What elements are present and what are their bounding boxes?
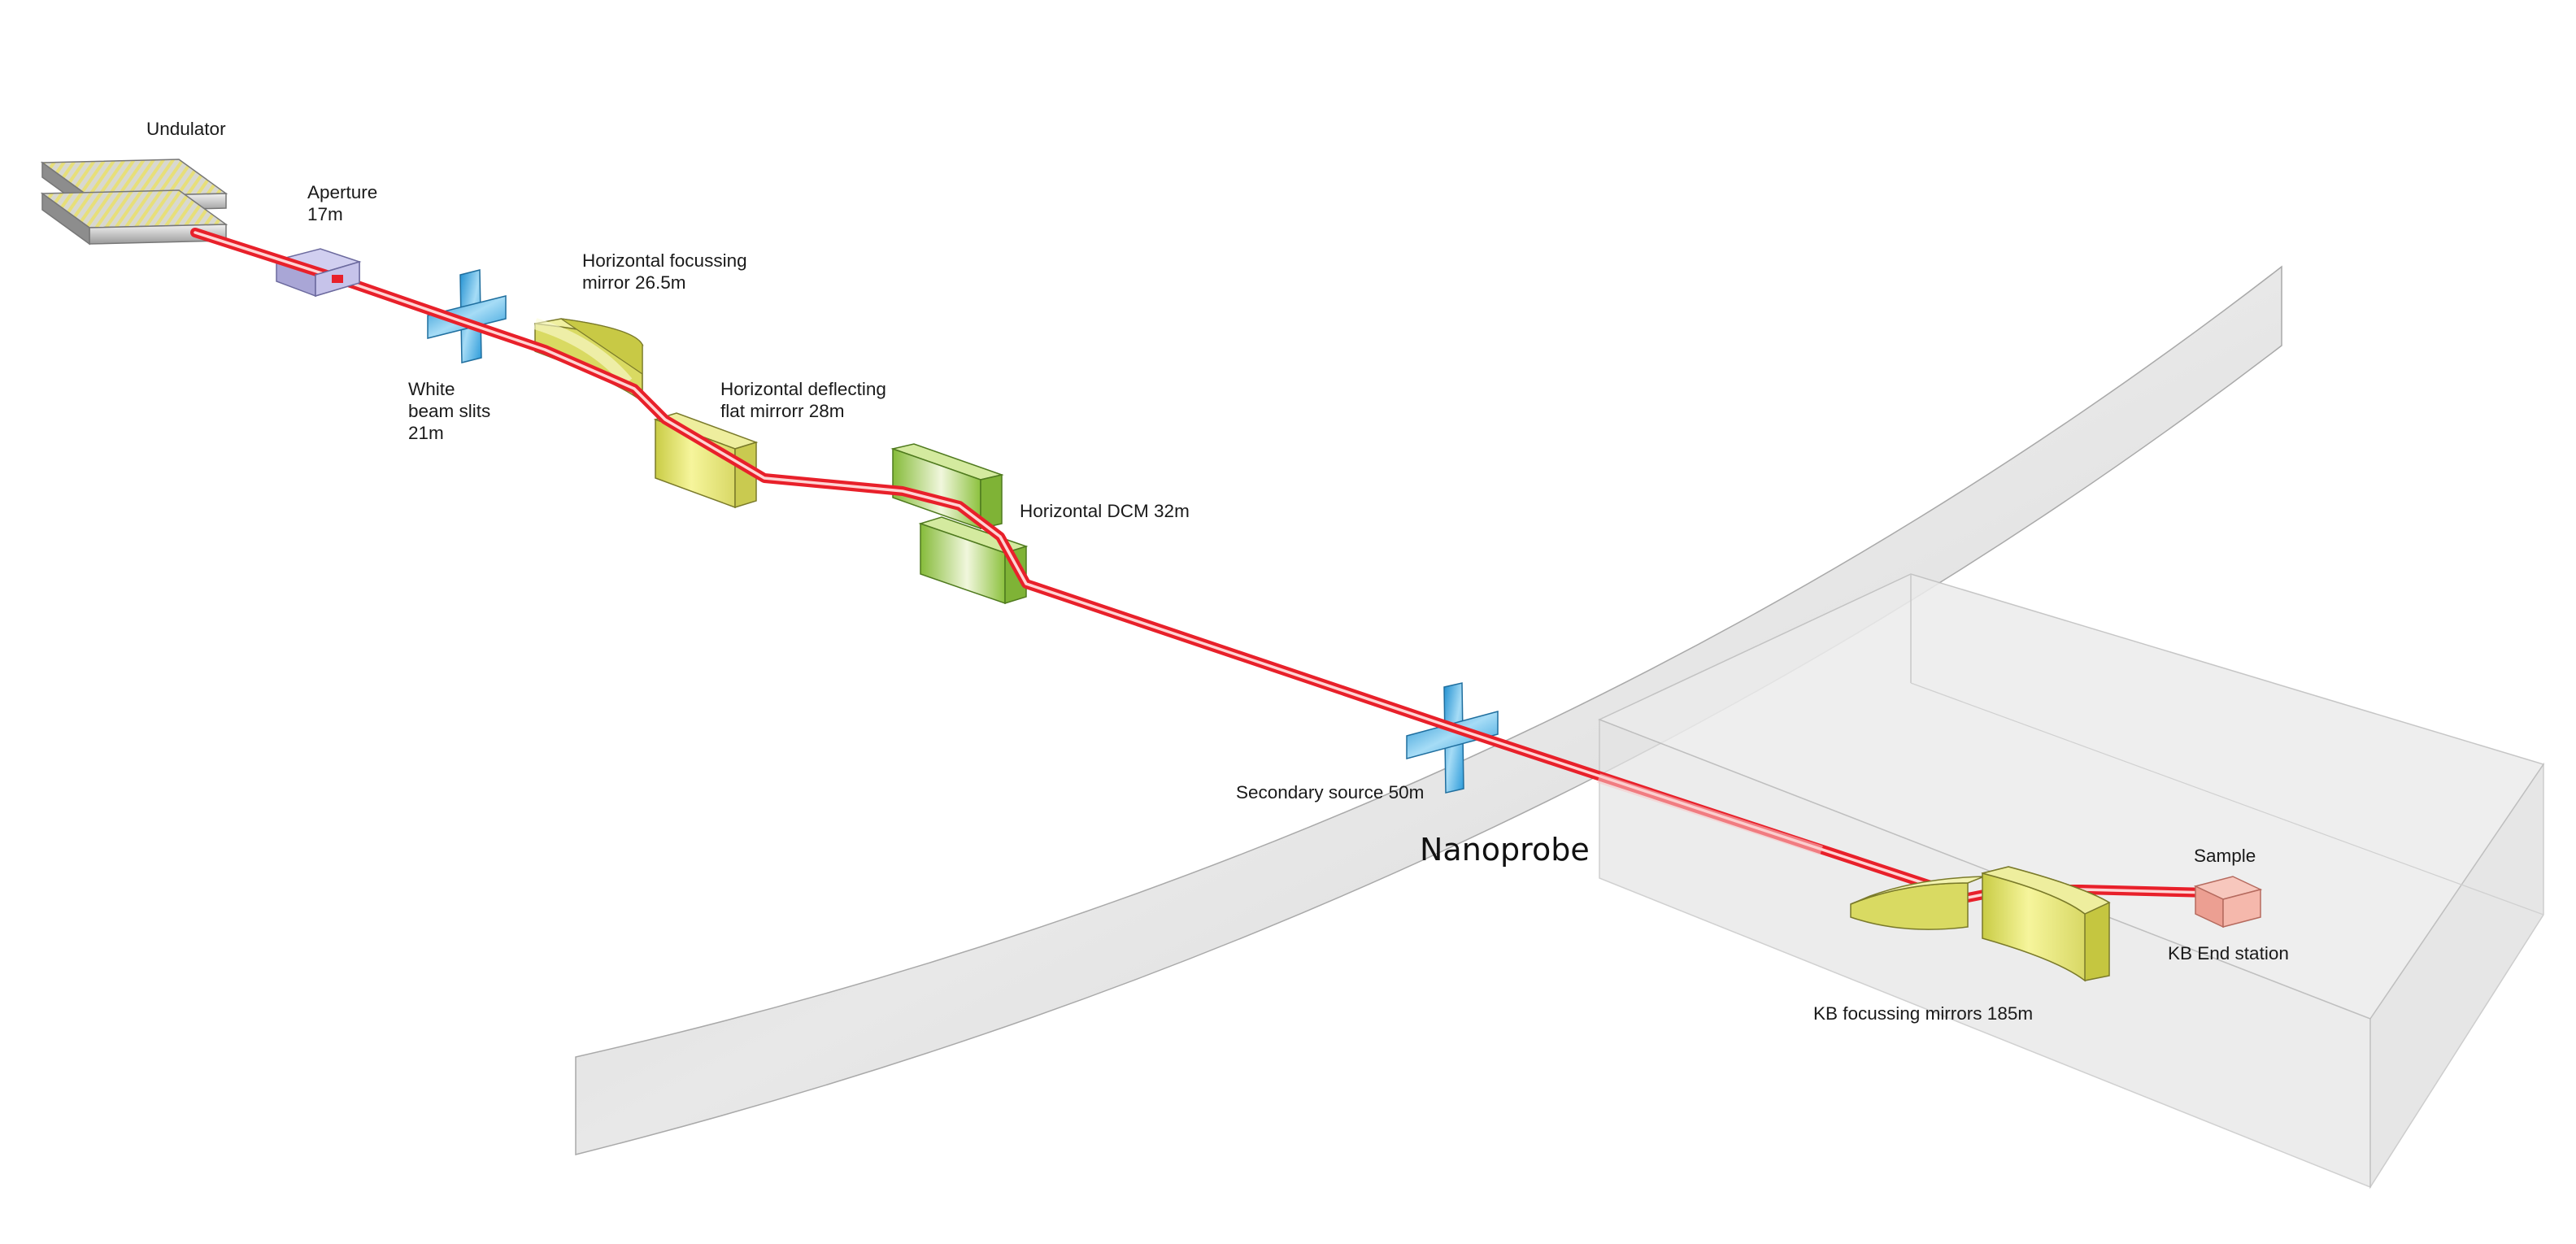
label-hfm-line-2: mirror 26.5m [582, 272, 686, 293]
label-hdm-line-1: Horizontal deflecting [720, 379, 886, 399]
label-slits-line-1: White [408, 379, 455, 399]
aperture-front [315, 260, 360, 298]
kb-focussing-mirrors [1850, 866, 2111, 982]
label-hdm-line-2: flat mirrorr 28m [720, 401, 845, 421]
label-aperture-line-1: Aperture [307, 182, 377, 202]
label-kb-end-station: KB End station [2168, 943, 2289, 963]
kb-vertical-mirror [1850, 876, 1985, 930]
beam-fade [1597, 773, 1823, 855]
dcm-first-crystal [890, 443, 1004, 530]
label-dcm: Horizontal DCM 32m [1020, 501, 1190, 521]
label-slits-line-2: beam slits [408, 401, 490, 421]
label-secondary-source: Secondary source 50m [1236, 782, 1424, 803]
label-hfm-line-1: Horizontal focussing [582, 250, 747, 271]
secondary-source-slits [1406, 682, 1499, 794]
label-sample: Sample [2194, 846, 2256, 866]
sample-cube [2193, 876, 2263, 929]
label-undulator: Undulator [146, 119, 226, 139]
end-station-enclosure [1598, 573, 2545, 1190]
ratchet-wall [575, 265, 2282, 1155]
undulator [40, 159, 228, 246]
white-beam-slits [427, 269, 507, 363]
diagram-title: Nanoprobe [1420, 832, 1590, 868]
horizontal-dcm [890, 443, 1029, 605]
labels: Undulator Aperture 17m Horizontal focuss… [146, 119, 2289, 1024]
label-aperture-line-2: 17m [307, 204, 343, 224]
kb-horizontal-mirror [1981, 866, 2111, 982]
label-slits-line-3: 21m [408, 423, 444, 443]
label-kb-mirrors: KB focussing mirrors 185m [1813, 1003, 2033, 1024]
